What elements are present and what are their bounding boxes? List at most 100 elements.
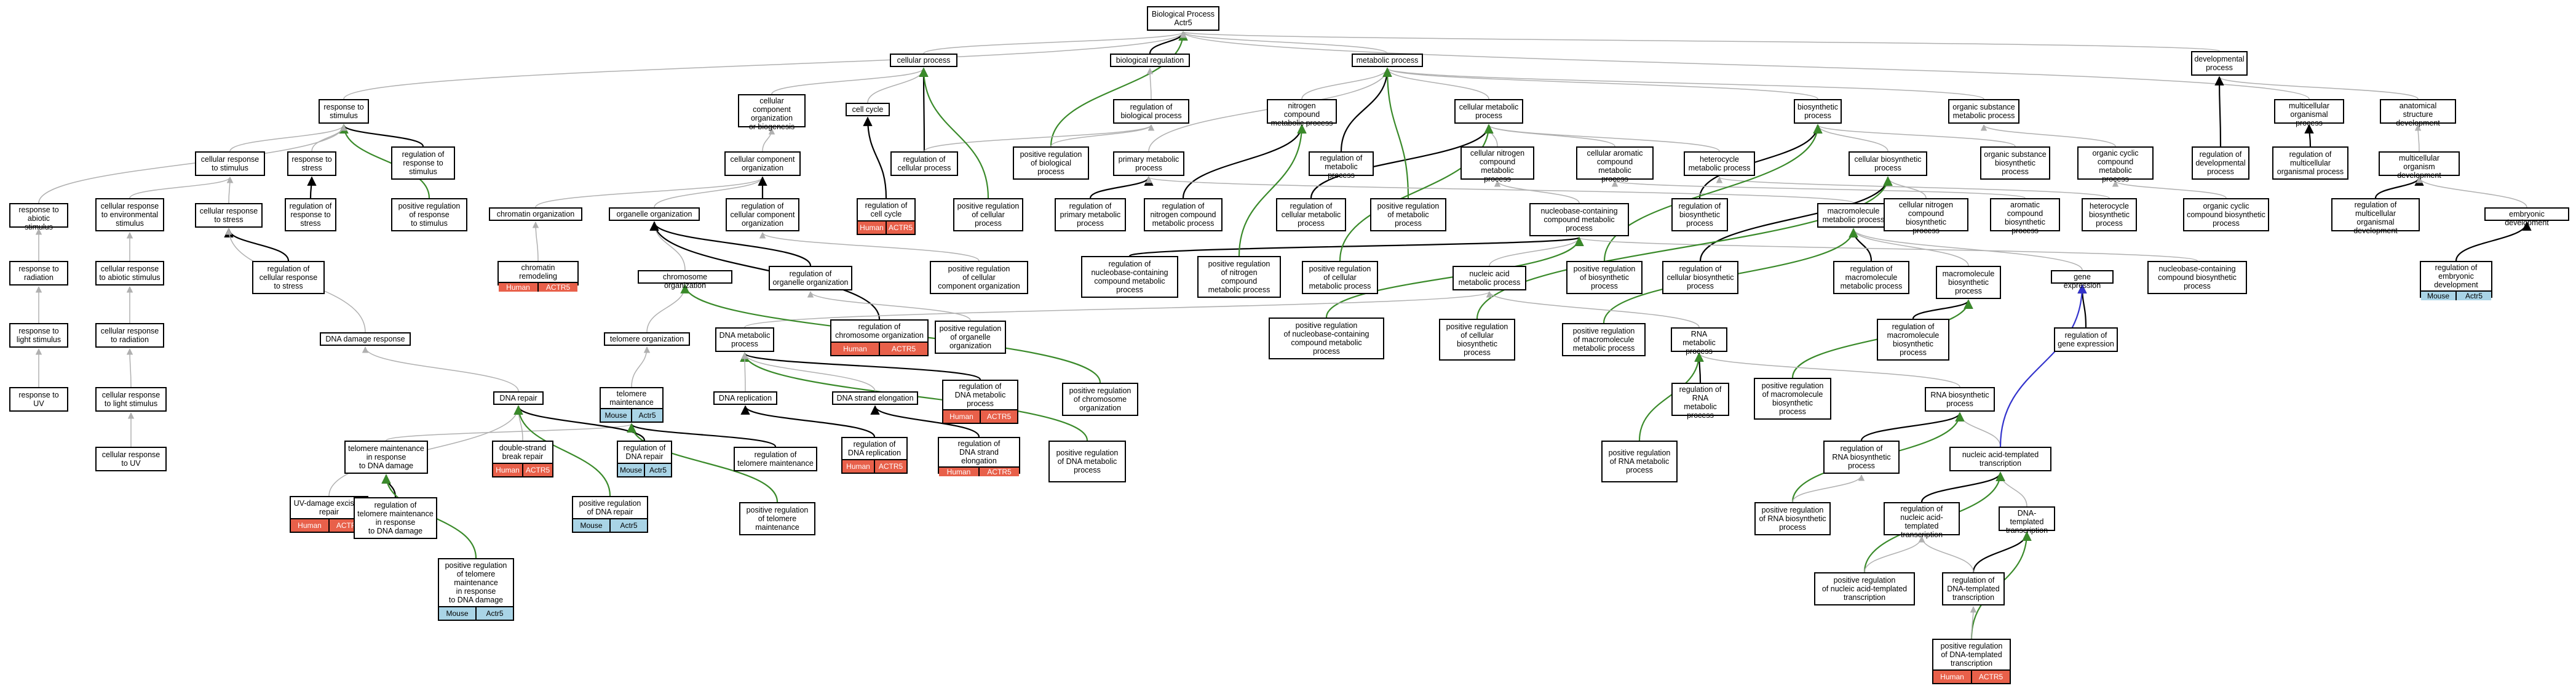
go-term-prchro[interactable]: positive regulation of chromosome organi… [1062, 383, 1138, 416]
go-term-rcco[interactable]: regulation of cellular component organiz… [726, 198, 799, 231]
go-term-crls[interactable]: cellular response to light stimulus [95, 387, 167, 412]
go-term-pncm[interactable]: positive regulation of nucleobase-contai… [1269, 318, 1384, 359]
go-term-dev[interactable]: developmental process [2191, 51, 2248, 76]
go-term-ge[interactable]: gene expression [2051, 270, 2114, 290]
go-term-nccmp[interactable]: nucleobase-containing compound metabolic… [1529, 203, 1629, 236]
go-term-ratas[interactable]: response to abiotic stimulus [9, 203, 68, 231]
go-term-rtmdd[interactable]: regulation of telomere maintenance in re… [354, 497, 437, 539]
go-term-cp[interactable]: cellular process [890, 54, 957, 67]
go-term-rbsp[interactable]: regulation of biosynthetic process [1671, 198, 1728, 231]
go-term-cncm[interactable]: cellular nitrogen compound metabolic pro… [1460, 146, 1534, 183]
go-term-hmp[interactable]: heterocycle metabolic process [1684, 151, 1755, 176]
go-term-prbp[interactable]: positive regulation of biological proces… [1013, 146, 1089, 180]
go-term-rcmp[interactable]: regulation of cellular metabolic process [1276, 198, 1346, 231]
go-term-crens[interactable]: cellular response to environmental stimu… [95, 198, 164, 231]
go-term-rcbp[interactable]: regulation of cellular biosynthetic proc… [1662, 261, 1738, 294]
go-term-rnabp[interactable]: RNA biosynthetic process [1925, 387, 1995, 412]
go-term-asd[interactable]: anatomical structure development [2380, 99, 2456, 127]
go-term-rtr[interactable]: response to radiation [9, 261, 68, 286]
go-term-crabs[interactable]: cellular response to abiotic stimulus [95, 261, 164, 286]
go-term-prncm[interactable]: positive regulation of nitrogen compound… [1197, 256, 1281, 298]
go-term-prnabp[interactable]: positive regulation of RNA biosynthetic … [1754, 502, 1831, 535]
go-term-pmp[interactable]: primary metabolic process [1113, 151, 1184, 176]
go-term-pmbp[interactable]: positive regulation of macromolecule bio… [1754, 378, 1831, 420]
go-term-nc[interactable]: nitrogen compound metabolic process [1267, 99, 1337, 127]
go-term-rs[interactable]: response to stress [287, 151, 336, 176]
go-term-rtuv[interactable]: response to UV [9, 387, 68, 412]
go-term-rrs[interactable]: regulation of response to stimulus [391, 146, 455, 180]
go-term-crs[interactable]: cellular response to stimulus [195, 151, 265, 176]
go-term-rpmp[interactable]: regulation of primary metabolic process [1055, 198, 1126, 231]
go-term-rtls[interactable]: response to light stimulus [9, 323, 68, 348]
go-term-cc[interactable]: cell cycle [846, 103, 890, 116]
go-term-rge[interactable]: regulation of gene expression [2054, 327, 2118, 352]
go-term-cmp[interactable]: cellular metabolic process [1454, 99, 1523, 124]
go-term-crts[interactable]: cellular response to stress [195, 203, 263, 228]
go-term-dse[interactable]: DNA strand elongation [832, 391, 918, 405]
go-term-tmdd[interactable]: telomere maintenance in response to DNA … [344, 441, 428, 474]
go-term-mbp[interactable]: macromolecule biosynthetic process [1936, 266, 2001, 299]
go-term-prrs[interactable]: positive regulation of response to stimu… [391, 198, 467, 231]
go-term-pdmp[interactable]: positive regulation of DNA metabolic pro… [1048, 441, 1126, 482]
go-term-ptmdd[interactable]: positive regulation of telomere maintena… [438, 558, 514, 621]
go-term-oo[interactable]: organelle organization [609, 207, 700, 221]
go-term-occm[interactable]: organic cyclic compound metabolic proces… [2077, 146, 2154, 183]
go-term-natt[interactable]: nucleic acid-templated transcription [1949, 447, 2051, 471]
go-term-rdev[interactable]: regulation of developmental process [2192, 146, 2249, 180]
go-term-chro[interactable]: chromatin organization [489, 207, 582, 221]
go-term-rmod[interactable]: regulation of multicellular organismal d… [2331, 198, 2420, 235]
go-term-mod[interactable]: multicellular organism development [2379, 151, 2460, 180]
go-term-osm[interactable]: organic substance metabolic process [1948, 99, 2019, 124]
go-term-rnamp[interactable]: RNA metabolic process [1671, 327, 1727, 356]
go-term-cbp[interactable]: cellular biosynthetic process [1849, 151, 1927, 176]
go-term-arcb[interactable]: aromatic compound biosynthetic process [1990, 198, 2060, 235]
go-term-mp[interactable]: metabolic process [1352, 54, 1423, 67]
go-term-mmp[interactable]: macromolecule metabolic process [1817, 203, 1890, 228]
go-term-rrts[interactable]: regulation of response to stress [285, 198, 336, 231]
go-term-namp[interactable]: nucleic acid metabolic process [1452, 266, 1526, 290]
go-term-cncb[interactable]: cellular nitrogen compound biosynthetic … [1884, 198, 1968, 235]
go-term-osb[interactable]: organic substance biosynthetic process [1980, 146, 2050, 180]
go-term-prnamp[interactable]: positive regulation of RNA metabolic pro… [1601, 441, 1678, 482]
go-term-rmmp[interactable]: regulation of macromolecule metabolic pr… [1833, 261, 1909, 294]
go-term-rmbp[interactable]: regulation of macromolecule biosynthetic… [1877, 319, 1949, 361]
go-term-dnamp[interactable]: DNA metabolic process [715, 327, 774, 352]
go-term-ed[interactable]: embryonic development [2484, 207, 2569, 227]
go-term-roo[interactable]: regulation of organelle organization [769, 266, 852, 290]
go-term-bp[interactable]: Biological Process Actr5 [1147, 6, 1219, 31]
go-term-rts[interactable]: response to stimulus [319, 99, 369, 124]
go-term-rncmp[interactable]: regulation of nucleobase-containing comp… [1081, 256, 1178, 298]
go-term-carom[interactable]: cellular aromatic compound metabolic pro… [1576, 146, 1654, 183]
go-term-occb[interactable]: organic cyclic compound biosynthetic pro… [2183, 198, 2269, 231]
go-term-ddr[interactable]: DNA damage response [320, 332, 411, 346]
go-term-rtm[interactable]: regulation of telomere maintenance [734, 447, 817, 471]
go-term-rcrs[interactable]: regulation of cellular response to stres… [252, 261, 325, 294]
go-term-prcp[interactable]: positive regulation of cellular process [953, 198, 1023, 231]
go-term-chrorg[interactable]: chromosome organization [638, 270, 732, 290]
go-term-ptm[interactable]: positive regulation of telomere maintena… [739, 502, 815, 535]
go-term-prbsp[interactable]: positive regulation of biosynthetic proc… [1566, 261, 1643, 294]
go-term-proo[interactable]: positive regulation of organelle organiz… [935, 321, 1006, 354]
go-term-breg[interactable]: biological regulation [1110, 54, 1190, 67]
go-term-rncm[interactable]: regulation of nitrogen compound metaboli… [1144, 198, 1223, 231]
go-term-telo[interactable]: telomere organization [604, 332, 690, 346]
go-term-rrnabp[interactable]: regulation of RNA biosynthetic process [1823, 441, 1900, 474]
go-term-hbp[interactable]: heterocycle biosynthetic process [2082, 198, 2137, 231]
go-term-crr[interactable]: cellular response to radiation [95, 323, 164, 348]
go-term-cruv[interactable]: cellular response to UV [95, 447, 167, 471]
go-term-cco[interactable]: cellular component organization [724, 151, 801, 176]
go-term-pnatt[interactable]: positive regulation of nucleic acid-temp… [1814, 572, 1915, 605]
go-term-rmp[interactable]: regulation of metabolic process [1309, 151, 1374, 180]
go-term-rmop[interactable]: regulation of multicellular organismal p… [2272, 146, 2348, 180]
go-term-rnatt[interactable]: regulation of nucleic acid-templated tra… [1884, 502, 1960, 539]
